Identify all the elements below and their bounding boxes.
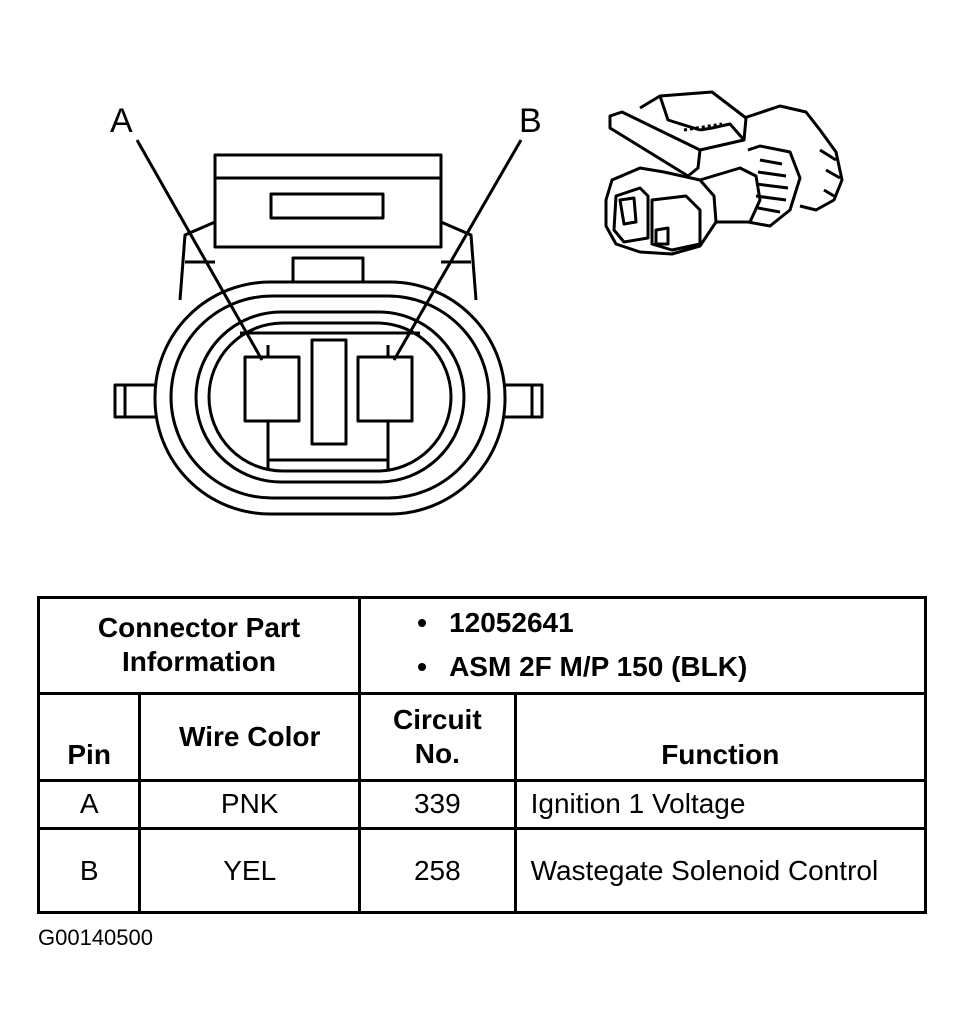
row-a-circuit: 339 (358, 778, 517, 831)
part-description-line: •ASM 2F M/P 150 (BLK) (417, 651, 748, 683)
pin-b-leader (392, 139, 523, 361)
row-b-circuit: 258 (358, 827, 517, 914)
part-info-header: Connector Part Information (36, 596, 362, 695)
row-a-wire-color: PNK (138, 778, 362, 831)
pin-b-cavity (356, 355, 414, 423)
row-b-function: Wastegate Solenoid Control (513, 827, 928, 914)
lock-tab-window (269, 192, 385, 220)
center-key (310, 338, 348, 446)
row-b-pin: B (36, 827, 142, 914)
function-column-header: Function (513, 691, 928, 782)
connector-diagram: A B (110, 90, 844, 516)
row-a-function: Ignition 1 Voltage (513, 778, 928, 831)
part-info-values: •12052641 •ASM 2F M/P 150 (BLK) (358, 596, 927, 695)
connector-3d-view (604, 90, 844, 256)
wire-color-column-header: Wire Color (138, 691, 362, 782)
row-a-pin: A (36, 778, 142, 831)
connector-table: Connector Part Information •12052641 •AS… (36, 596, 928, 914)
part-number-line: •12052641 (417, 607, 574, 639)
pin-a-leader (135, 139, 264, 361)
part-number: 12052641 (449, 607, 574, 639)
pin-a-cavity (243, 355, 301, 423)
table-row: A PNK 339 Ignition 1 Voltage (36, 778, 928, 831)
row-b-wire-color: YEL (138, 827, 362, 914)
table-row: B YEL 258 Wastegate Solenoid Control (36, 827, 928, 914)
pin-a-label: A (110, 102, 133, 140)
lock-tab (213, 153, 443, 249)
pin-b-label: B (519, 102, 542, 140)
part-description: ASM 2F M/P 150 (BLK) (449, 651, 748, 683)
figure-code: G00140500 (38, 925, 153, 950)
pin-column-header: Pin (36, 691, 142, 782)
circuit-no-column-header: Circuit No. (358, 691, 517, 782)
